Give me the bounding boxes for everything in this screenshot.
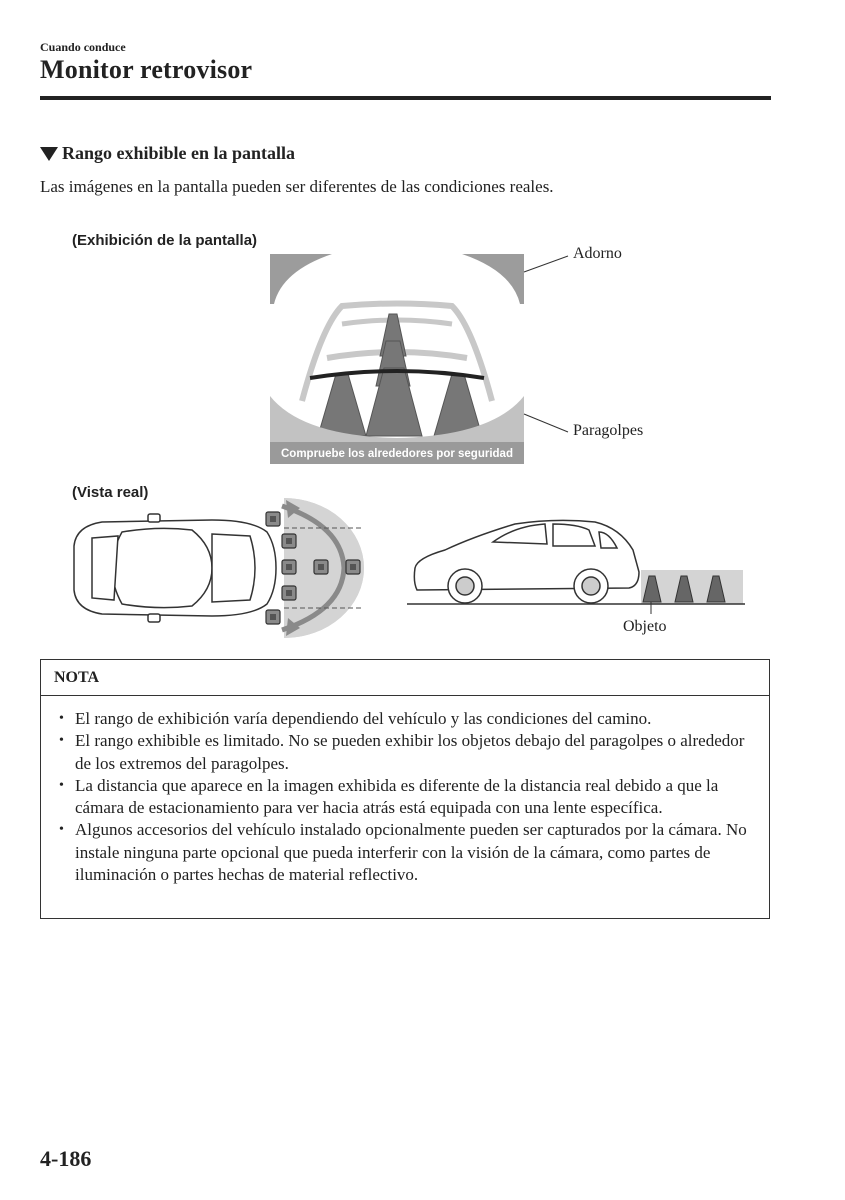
note-title: NOTA (41, 660, 769, 696)
note-item: El rango de exhibición varía dependiendo… (57, 708, 757, 731)
note-box: NOTA El rango de exhibición varía depend… (40, 659, 770, 919)
real-view-label: (Vista real) (72, 484, 149, 501)
triangle-bullet-icon (40, 146, 58, 161)
bumper-callout-line (523, 413, 569, 433)
traffic-cone-icon (642, 575, 726, 603)
guide-line-outer (299, 300, 495, 402)
title-rule (40, 96, 771, 100)
car-top-view-icon (73, 513, 277, 623)
car-side-view-icon (413, 519, 640, 604)
trim-left (270, 254, 332, 304)
bumper-callout: Paragolpes (573, 422, 644, 439)
object-callout: Objeto (623, 618, 667, 635)
range-arc-arrow (281, 503, 347, 633)
note-list: El rango de exhibición varía dependiendo… (41, 696, 769, 886)
page-title: Monitor retrovisor (40, 55, 253, 84)
screen-view-label: (Exhibición de la pantalla) (72, 232, 258, 249)
note-item: La distancia que aparece en la imagen ex… (57, 775, 757, 820)
distance-line (309, 369, 485, 380)
trim-right (462, 254, 524, 304)
note-item: Algunos accesorios del vehículo instalad… (57, 819, 757, 886)
caption-strip (270, 442, 524, 464)
page-number: 4-186 (40, 1146, 92, 1171)
trim-callout-line (523, 255, 569, 273)
trim-callout: Adorno (573, 245, 622, 262)
note-item: El rango exhibible es limitado. No se pu… (57, 730, 757, 775)
screen-display-illustration: Compruebe los alrededores por seguridad (270, 254, 569, 464)
subheading: Rango exhibible en la pantalla (40, 143, 295, 164)
section-label: Cuando conduce (40, 40, 126, 54)
side-view-illustration (407, 519, 745, 614)
intro-paragraph: Las imágenes en la pantalla pueden ser d… (40, 177, 554, 196)
subheading-text: Rango exhibible en la pantalla (62, 143, 296, 163)
top-view-illustration (73, 498, 364, 638)
screen-caption: Compruebe los alrededores por seguridad (281, 448, 513, 460)
